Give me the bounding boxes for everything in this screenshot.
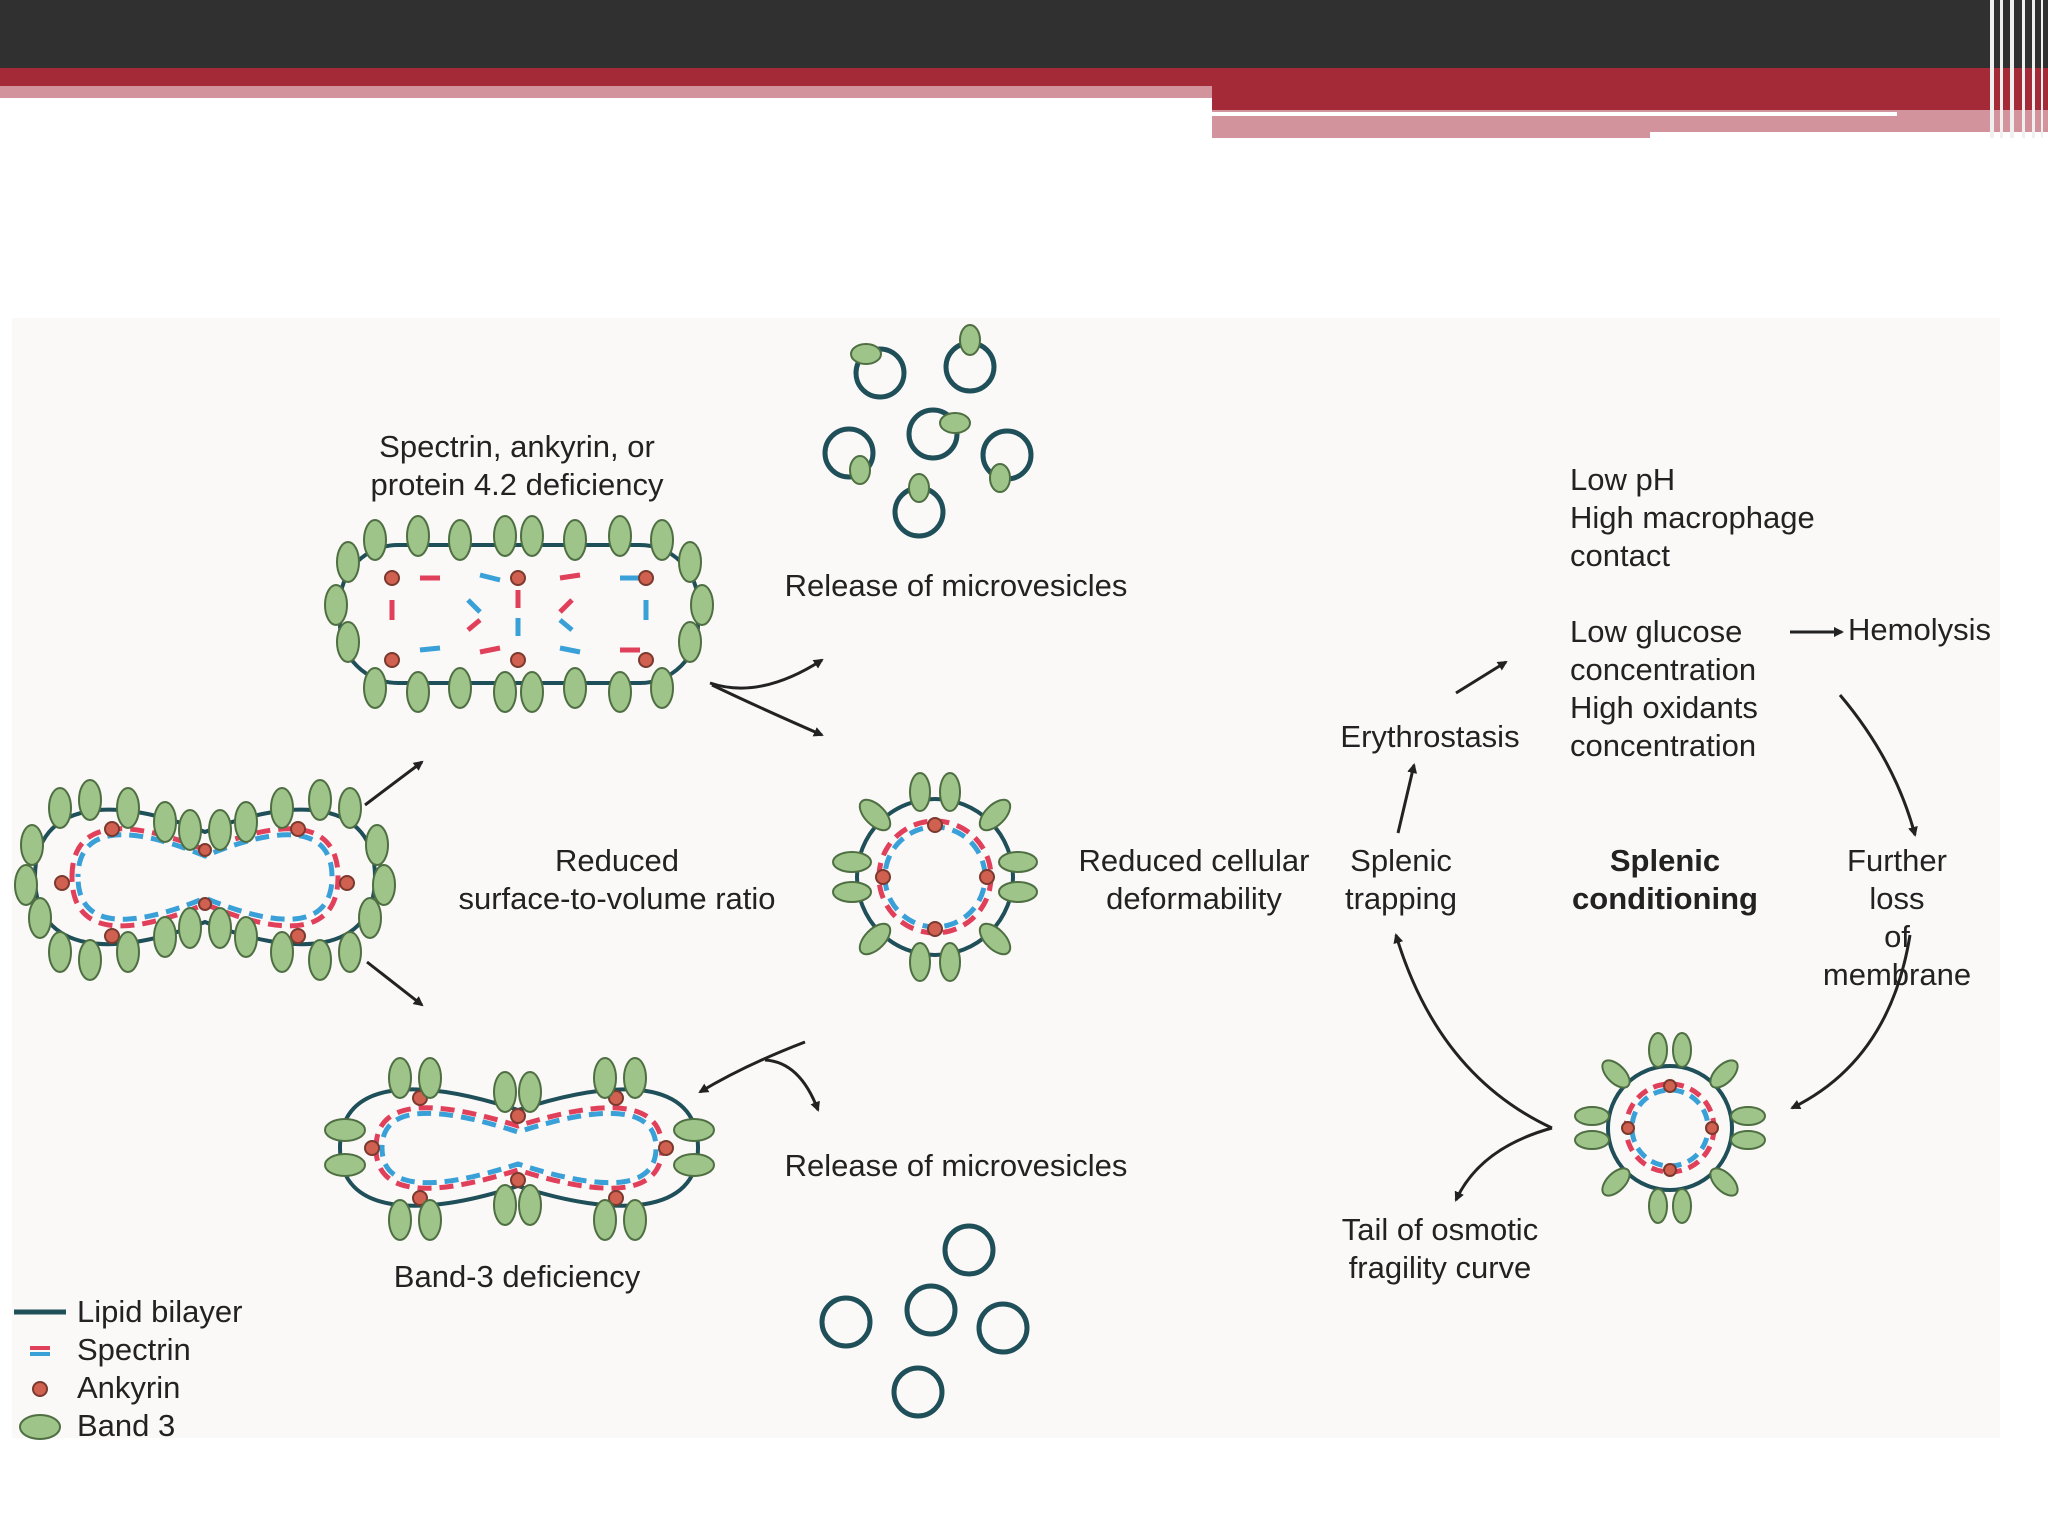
legend-icons <box>14 1309 66 1440</box>
header-stripes <box>1990 0 2043 138</box>
microvesicles-top <box>822 340 1034 539</box>
arrow-conditions-to-further-loss <box>1838 694 1918 837</box>
arrow-to-band3-cell <box>366 960 424 1007</box>
label-conditions-bottom: Low glucose concentration High oxidants … <box>1570 614 1758 763</box>
band3-deficient-cell <box>324 1057 715 1241</box>
label-hemolysis: Hemolysis <box>1848 612 1991 647</box>
arrow-top-to-spherocyte <box>711 683 824 737</box>
arrow-top-to-microvesicles <box>709 658 824 690</box>
label-reduced-surface-volume: Reduced surface-to-volume ratio <box>458 843 776 916</box>
ankyrin-icon <box>32 1381 48 1397</box>
legend-label-lipid-bilayer: Lipid bilayer <box>77 1294 243 1329</box>
conditioned-spherocyte-cell <box>1574 1032 1766 1224</box>
arrow-erythrostasis-to-conditions <box>1455 660 1508 695</box>
header-red-bar-right <box>1212 86 2048 110</box>
arrow-further-loss-to-cell <box>1790 934 1912 1110</box>
header-white-line-1 <box>1212 112 1897 116</box>
header-dark-bar <box>0 0 2048 68</box>
arrow-cell-to-trapping <box>1393 933 1553 1130</box>
header-pink-bar-left <box>0 86 1212 98</box>
arrow-bottom-to-band3-cell <box>698 1040 806 1094</box>
arrow-trapping-to-erythrostasis <box>1396 763 1418 834</box>
arrows <box>364 627 1918 1202</box>
microvesicles-bottom <box>819 1223 1030 1419</box>
label-splenic-trapping: Splenic trapping <box>1344 843 1458 916</box>
label-further-loss: Further loss of membrane <box>1822 843 1972 992</box>
label-release-microvesicles-bottom: Release of microvesicles <box>784 1148 1128 1183</box>
label-spectrin-deficiency: Spectrin, ankyrin, or protein 4.2 defici… <box>370 429 664 502</box>
band3-icon <box>19 1414 61 1440</box>
arrow-bottom-to-microvesicles <box>764 1058 820 1112</box>
microvesicle-band3-caps <box>849 324 1011 503</box>
arrow-to-spectrin-cell <box>364 760 424 807</box>
header-red-bar <box>0 68 2048 86</box>
label-release-microvesicles-top: Release of microvesicles <box>784 568 1128 603</box>
normal-cell <box>14 779 396 981</box>
spherocyte-cell <box>832 772 1038 982</box>
spectrin-icon <box>30 1346 50 1356</box>
label-reduced-deformability: Reduced cellular deformability <box>1078 843 1310 916</box>
label-tail-osmotic: Tail of osmotic fragility curve <box>1341 1212 1539 1285</box>
label-splenic-conditioning: Splenic conditioning <box>1572 843 1758 916</box>
spectrin-deficient-cell <box>324 515 714 713</box>
header-white-line-2 <box>1650 132 2048 138</box>
label-band3-deficiency: Band-3 deficiency <box>393 1259 641 1294</box>
label-conditions-top: Low pH High macrophage contact <box>1570 462 1815 573</box>
legend-label-spectrin: Spectrin <box>77 1332 191 1367</box>
arrow-cell-to-osmotic-tail <box>1454 1126 1553 1202</box>
label-erythrostasis: Erythrostasis <box>1340 719 1520 754</box>
legend-label-band3: Band 3 <box>77 1408 176 1443</box>
slide-header <box>0 0 2048 138</box>
legend-label-ankyrin: Ankyrin <box>77 1370 181 1405</box>
